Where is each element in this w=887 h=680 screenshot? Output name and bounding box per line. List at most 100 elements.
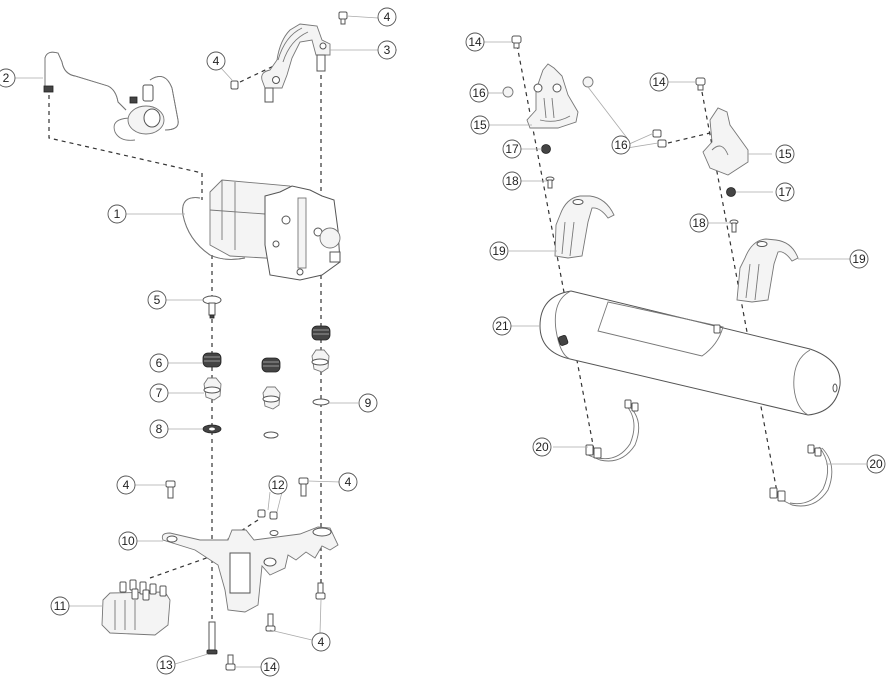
spring-isolator	[202, 325, 331, 373]
callout-label: 21	[495, 319, 509, 333]
dash-nuts-to-right-bracket	[667, 132, 711, 144]
air-reservoir	[539, 290, 841, 416]
callout-18-right[interactable]: 18	[689, 213, 709, 233]
callout-15-left[interactable]: 15	[470, 115, 490, 135]
callout-label: 12	[271, 478, 285, 492]
screw-left	[545, 176, 555, 189]
callout-6[interactable]: 6	[149, 353, 169, 373]
washer	[202, 424, 279, 439]
callout-14-left-strap[interactable]: 14	[465, 32, 485, 52]
callout-16-right[interactable]: 16	[611, 135, 631, 155]
callouts: 1 2 3 4 4 5 6 7 8 9 4 4 12 10 11 13 14 4…	[0, 7, 886, 677]
dash-valve-block-to-bracket	[149, 554, 216, 579]
callout-label: 16	[472, 86, 486, 100]
callout-label: 3	[384, 43, 391, 57]
callout-21[interactable]: 21	[492, 316, 512, 336]
callout-18-left[interactable]: 18	[502, 171, 522, 191]
callout-label: 15	[473, 118, 487, 132]
callout-label: 8	[156, 422, 163, 436]
callout-5[interactable]: 5	[147, 290, 167, 310]
callout-label: 1	[114, 207, 121, 221]
valve-block	[101, 579, 171, 636]
callout-20-left[interactable]: 20	[532, 437, 552, 457]
callout-4-top[interactable]: 4	[377, 7, 397, 27]
bolt-left-strap	[511, 35, 522, 49]
callout-19-left[interactable]: 19	[489, 241, 509, 261]
parts	[43, 11, 841, 671]
callout-label: 18	[692, 216, 706, 230]
screws	[257, 509, 278, 520]
callout-label: 14	[468, 35, 482, 49]
washer-right	[312, 398, 330, 406]
callout-20-right[interactable]: 20	[866, 454, 886, 474]
callout-1[interactable]: 1	[107, 204, 127, 224]
callout-label: 4	[213, 54, 220, 68]
callout-4-bottom[interactable]: 4	[311, 632, 331, 652]
callout-label: 5	[154, 293, 161, 307]
callout-label: 14	[263, 660, 277, 674]
bolt-right-strap	[695, 77, 706, 91]
bracket-left	[526, 63, 579, 129]
bolt-bottom	[225, 654, 236, 671]
strap-right	[769, 444, 833, 507]
bolt-left	[165, 480, 176, 499]
mounting-bracket	[161, 526, 339, 613]
callout-12[interactable]: 12	[268, 475, 288, 495]
callout-14-bottom[interactable]: 14	[260, 657, 280, 677]
callout-label: 4	[318, 635, 325, 649]
strap-left	[585, 399, 640, 462]
callout-17-left[interactable]: 17	[502, 139, 522, 159]
pipe-bracket	[261, 23, 331, 103]
callout-14-right-strap[interactable]: 14	[649, 72, 669, 92]
callout-label: 20	[535, 440, 549, 454]
callout-17-right[interactable]: 17	[775, 182, 795, 202]
callout-label: 4	[384, 10, 391, 24]
callout-7[interactable]: 7	[149, 383, 169, 403]
callout-label: 10	[121, 534, 135, 548]
nuts-right	[652, 129, 667, 148]
callout-label: 13	[159, 658, 173, 672]
callout-19-right[interactable]: 19	[849, 249, 869, 269]
callout-3[interactable]: 3	[377, 40, 397, 60]
nut-left-lower	[541, 144, 551, 154]
callout-label: 7	[156, 386, 163, 400]
callout-label: 19	[852, 252, 866, 266]
saddle-right	[736, 238, 799, 303]
nut-right-lower	[726, 187, 736, 197]
pin	[202, 295, 222, 319]
callout-4-left[interactable]: 4	[116, 475, 136, 495]
nut-left	[502, 76, 594, 98]
callout-label: 11	[54, 599, 67, 613]
callout-label: 2	[3, 71, 10, 85]
callout-11[interactable]: 11	[50, 596, 70, 616]
bracket-right	[702, 107, 749, 176]
callout-label: 9	[365, 396, 372, 410]
callout-2[interactable]: 2	[0, 68, 16, 88]
callout-4-right[interactable]: 4	[338, 472, 358, 492]
leader-lines	[14, 15, 866, 668]
rubber-mount	[203, 349, 330, 410]
callout-label: 4	[345, 475, 352, 489]
screw-right	[729, 219, 739, 233]
callout-label: 17	[505, 142, 519, 156]
callout-16-left[interactable]: 16	[469, 83, 489, 103]
callout-4-pipe-bracket[interactable]: 4	[206, 51, 226, 71]
hose-with-valve	[43, 51, 179, 141]
callout-9[interactable]: 9	[358, 393, 378, 413]
callout-13[interactable]: 13	[156, 655, 176, 675]
callout-10[interactable]: 10	[118, 531, 138, 551]
callout-label: 6	[156, 356, 163, 370]
callout-label: 16	[614, 138, 628, 152]
callout-8[interactable]: 8	[149, 419, 169, 439]
compressor	[182, 179, 341, 281]
callout-label: 15	[778, 147, 792, 161]
callout-label: 20	[869, 457, 883, 471]
bolt-bottom-right	[265, 582, 326, 632]
callout-label: 18	[505, 174, 519, 188]
callout-label: 17	[778, 185, 792, 199]
bolt-top	[338, 11, 348, 25]
bolt-right	[298, 477, 309, 497]
callout-15-right[interactable]: 15	[775, 144, 795, 164]
bolt-pipe-bracket	[230, 80, 239, 90]
